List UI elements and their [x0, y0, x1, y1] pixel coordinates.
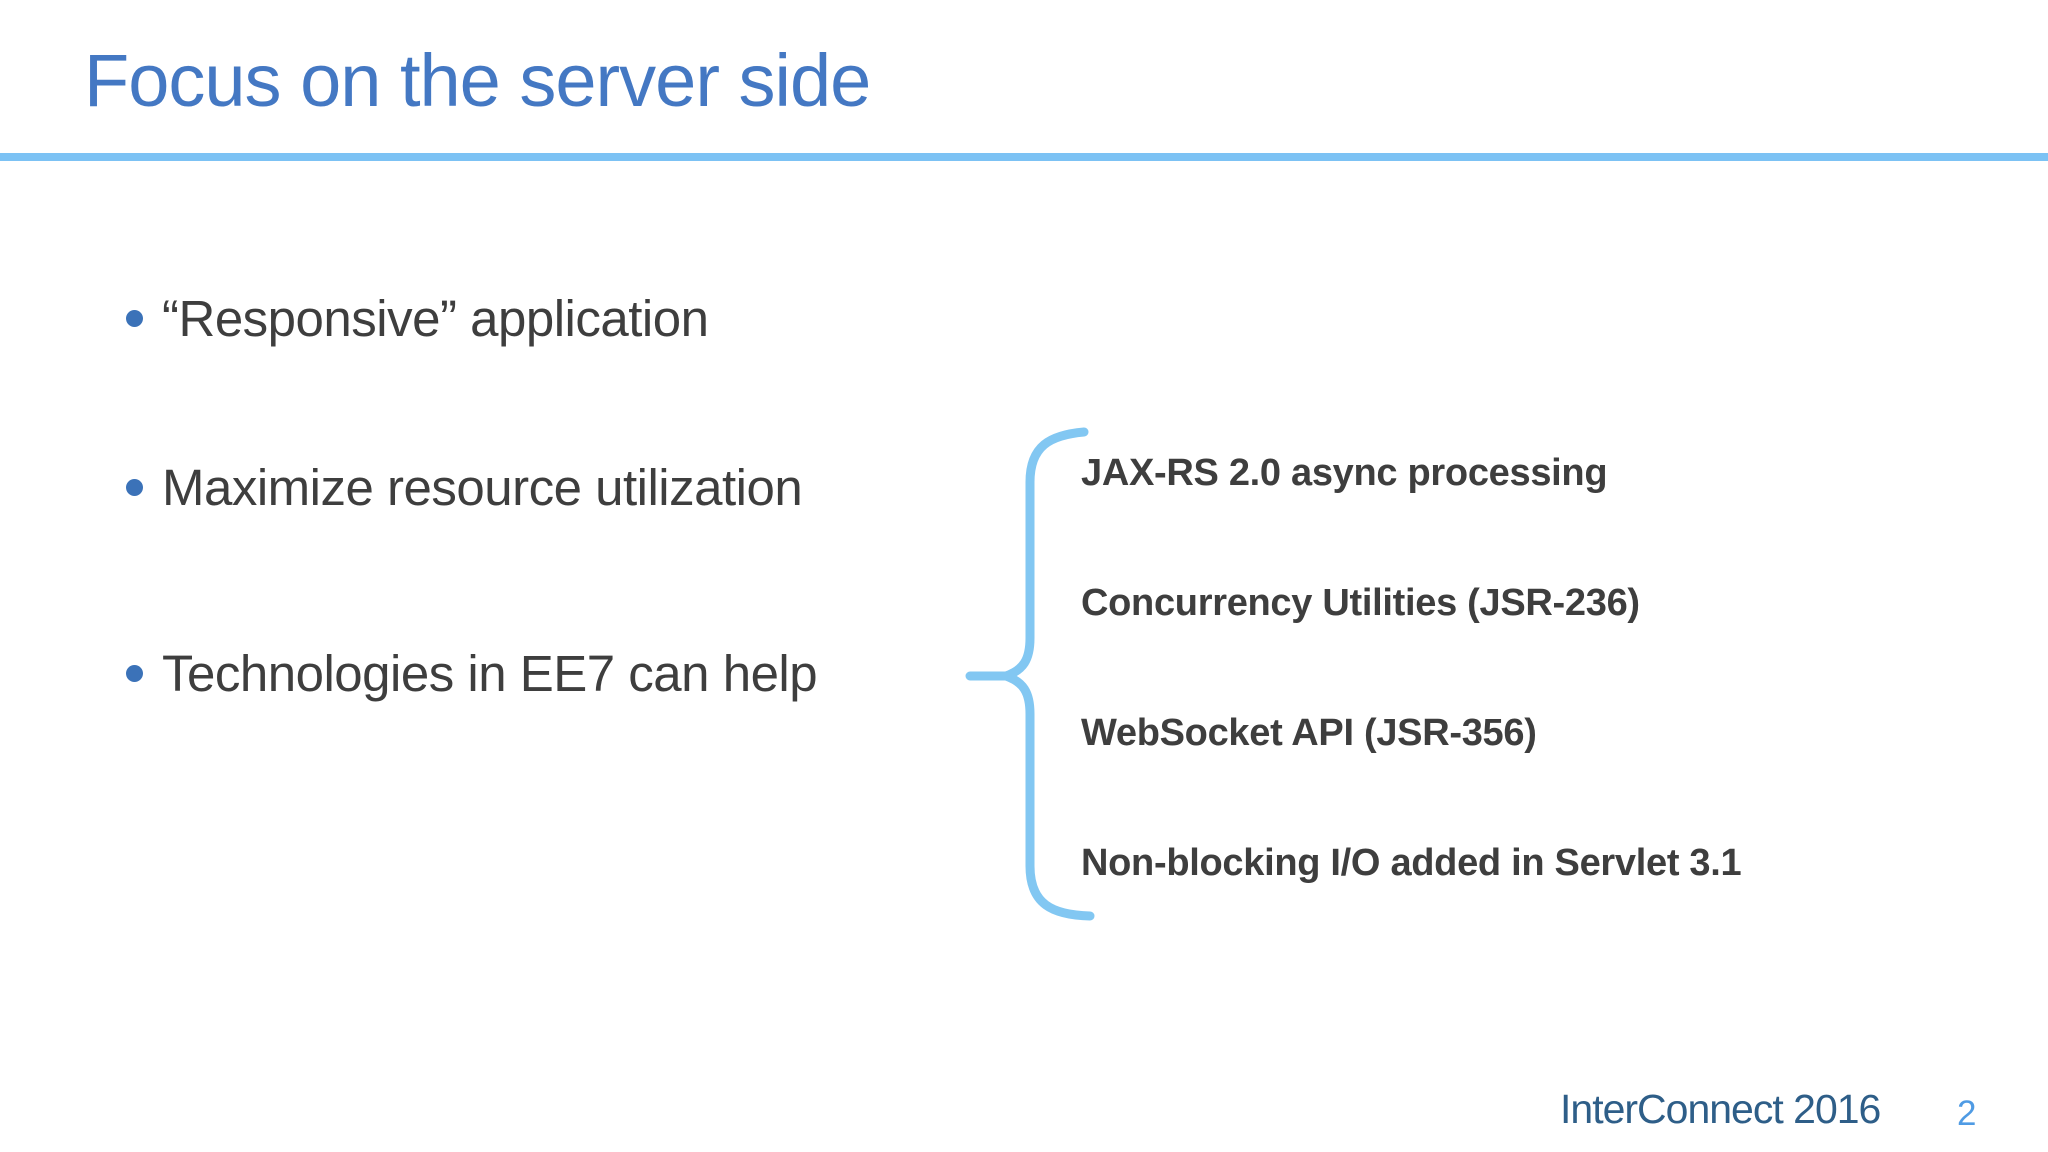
page-number: 2 — [1957, 1094, 1977, 1133]
footer-brand: InterConnect 2016 — [1560, 1086, 1881, 1132]
tech-item: Non-blocking I/O added in Servlet 3.1 — [1081, 842, 1742, 884]
slide-title: Focus on the server side — [84, 39, 871, 122]
bullet-dot-icon — [126, 664, 143, 682]
bullet-dot-icon — [126, 478, 143, 496]
bullet-dot-icon — [126, 309, 143, 327]
bullet-text: Maximize resource utilization — [162, 458, 803, 516]
bullet-item: “Responsive” application — [126, 288, 709, 348]
bullet-item: Maximize resource utilization — [126, 457, 803, 517]
title-divider — [0, 153, 2048, 161]
curly-brace-icon — [965, 427, 1095, 921]
bullet-item: Technologies in EE7 can help — [126, 643, 818, 703]
bullet-text: Technologies in EE7 can help — [162, 644, 818, 702]
tech-item: WebSocket API (JSR-356) — [1081, 712, 1537, 754]
tech-item: JAX-RS 2.0 async processing — [1081, 452, 1608, 494]
tech-item: Concurrency Utilities (JSR-236) — [1081, 582, 1640, 624]
bullet-text: “Responsive” application — [162, 289, 709, 347]
